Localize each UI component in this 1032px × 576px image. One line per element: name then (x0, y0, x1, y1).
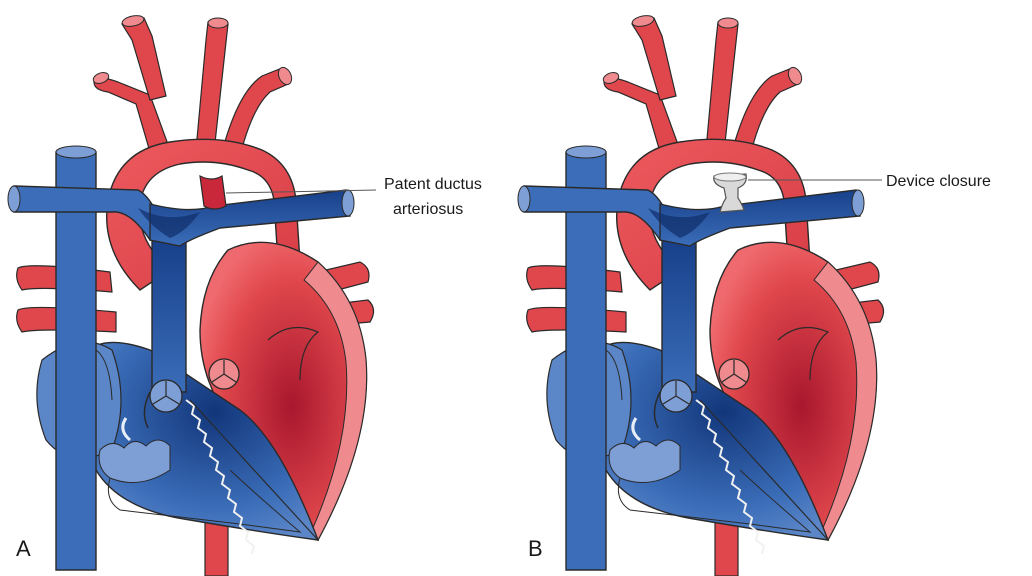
panel-a: Patent ductus arteriosus A (8, 14, 482, 576)
panel-letter-a: A (16, 536, 31, 561)
callout-leader-a (226, 190, 376, 193)
callout-label-b: Device closure (886, 173, 991, 190)
callout-label-a-line1: Patent ductus (384, 176, 482, 193)
callout-label-a-line2: arteriosus (393, 201, 463, 218)
closure-device (714, 173, 747, 212)
panel-letter-b: B (528, 536, 543, 561)
patent-ductus (200, 176, 226, 209)
panel-b: Device closure B (518, 14, 991, 576)
